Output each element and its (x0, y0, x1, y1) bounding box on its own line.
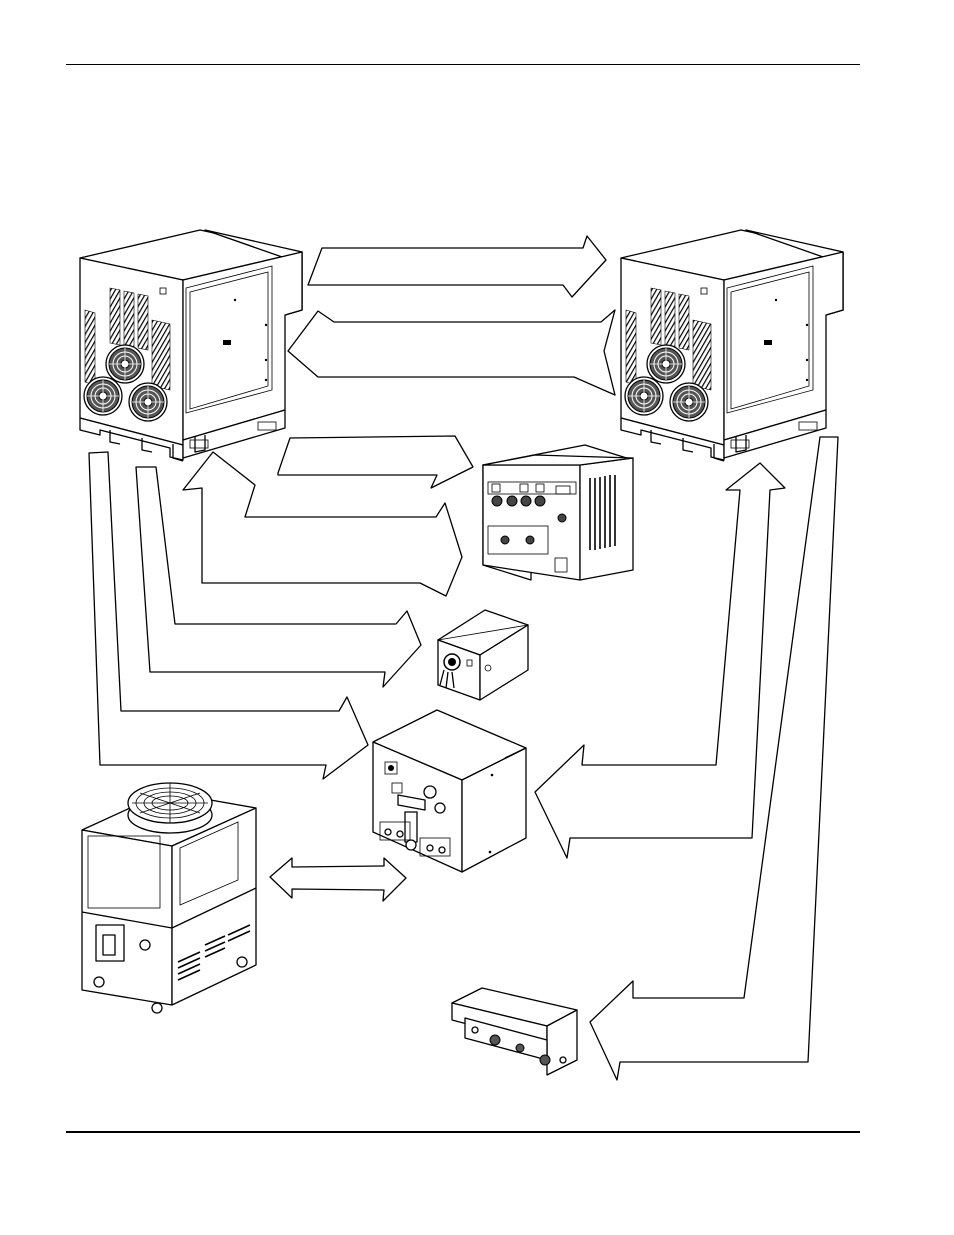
arrow-ps1-to-arc-starter (135, 466, 422, 688)
arrow-ps1-to-torch-console (88, 451, 369, 780)
small-box-icon (436, 609, 529, 701)
connection-arrows (88, 235, 839, 1081)
arrow-gas-console-to-ps1 (182, 451, 463, 597)
arrow-chiller-torch-console (269, 857, 407, 902)
footer-rule (66, 1131, 860, 1133)
arrow-ps1-to-ps2 (307, 235, 607, 298)
arrow-ps1-ps2-two-way (287, 309, 616, 396)
header-rule (66, 64, 860, 65)
arrow-ps1-to-gas-console (277, 435, 474, 489)
chiller-unit-icon (81, 782, 257, 1014)
control-panel-cabinet-icon (482, 444, 634, 581)
console-box-icon (372, 709, 527, 873)
manifold-bar-icon (451, 987, 578, 1076)
power-supply-cabinet-icon (621, 230, 843, 461)
power-supply-cabinet-icon (80, 230, 302, 461)
